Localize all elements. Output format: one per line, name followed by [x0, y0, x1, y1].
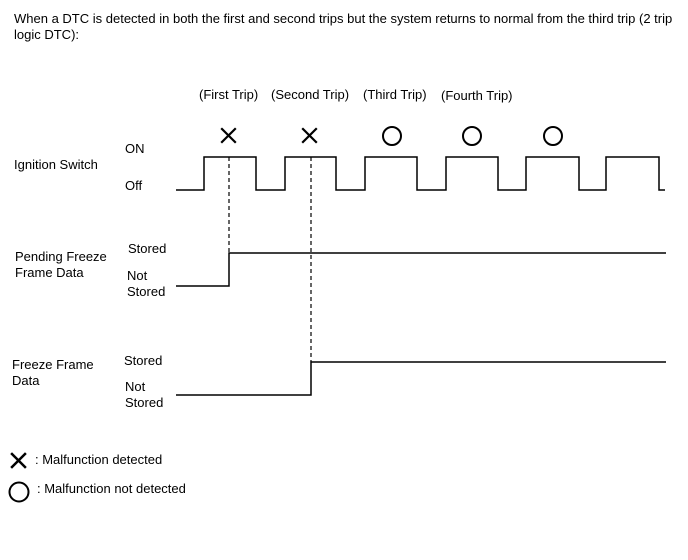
- ignition-off-label: Off: [125, 178, 143, 193]
- circle-icon: [543, 126, 563, 146]
- freeze-frame-label-line1: Freeze Frame: [12, 357, 94, 372]
- freeze-not-stored-line2: Stored: [125, 395, 164, 410]
- pending-freeze-label-line1: Pending Freeze: [15, 249, 107, 264]
- legend-cross-text: : Malfunction detected: [35, 452, 163, 467]
- circle-icon: [382, 126, 402, 146]
- intro-text: When a DTC is detected in both the first…: [14, 11, 673, 42]
- trip-label-third: (Third Trip): [363, 87, 427, 102]
- freeze-frame-label-line2: Data: [12, 373, 40, 388]
- pending-not-stored-line2: Stored: [127, 284, 166, 299]
- pending-freeze-waveform: [176, 252, 666, 287]
- freeze-not-stored-line1: Not: [125, 379, 146, 394]
- ignition-waveform: [176, 156, 665, 191]
- pending-stored-label: Stored: [128, 241, 167, 256]
- legend-cross-icon: [10, 452, 27, 469]
- trip-label-first: (First Trip): [199, 87, 259, 102]
- ignition-switch-label: Ignition Switch: [14, 157, 98, 172]
- freeze-frame-waveform: [176, 361, 666, 396]
- ignition-on-label: ON: [125, 141, 145, 156]
- legend-circle-icon: [8, 481, 30, 503]
- cross-icon: [301, 127, 318, 144]
- circle-icon: [462, 126, 482, 146]
- trip-label-second: (Second Trip): [271, 87, 350, 102]
- pending-not-stored-line1: Not: [127, 268, 148, 283]
- trip-label-fourth: (Fourth Trip): [441, 88, 513, 103]
- cross-icon: [220, 127, 237, 144]
- freeze-stored-label: Stored: [124, 353, 163, 368]
- pending-freeze-label-line2: Frame Data: [15, 265, 84, 280]
- legend-circle-text: : Malfunction not detected: [37, 481, 186, 496]
